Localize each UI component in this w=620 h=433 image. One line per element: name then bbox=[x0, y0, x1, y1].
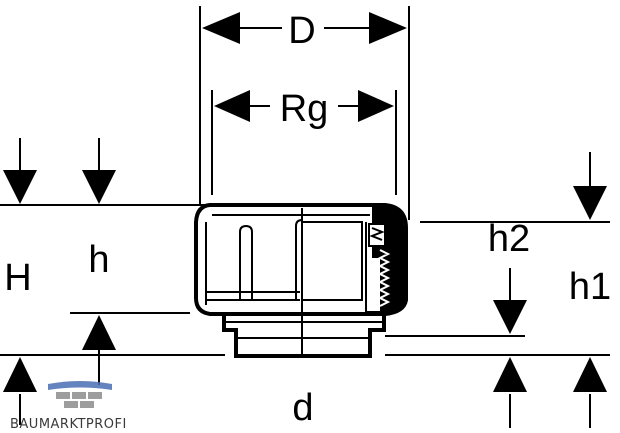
label-h2: h2 bbox=[488, 218, 530, 260]
extension-lines bbox=[199, 6, 410, 220]
label-d: d bbox=[292, 387, 313, 429]
dimension-h1: h1 bbox=[493, 266, 611, 428]
label-Rg: Rg bbox=[280, 88, 329, 130]
dimension-H: H bbox=[3, 138, 37, 425]
dimension-Rg: Rg bbox=[214, 88, 394, 130]
dimension-h: h bbox=[82, 138, 116, 385]
label-H: H bbox=[4, 257, 31, 299]
watermark-logo-icon bbox=[48, 381, 112, 408]
watermark-text: BAUMARKTPROFI bbox=[10, 417, 127, 432]
label-h1: h1 bbox=[569, 266, 611, 308]
label-D: D bbox=[288, 10, 315, 52]
watermark: BAUMARKTPROFI bbox=[10, 381, 127, 432]
fitting-cap bbox=[194, 203, 408, 358]
label-h: h bbox=[88, 239, 109, 281]
dimension-h2: h2 bbox=[488, 152, 607, 334]
reference-lines bbox=[0, 204, 610, 356]
dimension-D: D bbox=[202, 10, 407, 52]
